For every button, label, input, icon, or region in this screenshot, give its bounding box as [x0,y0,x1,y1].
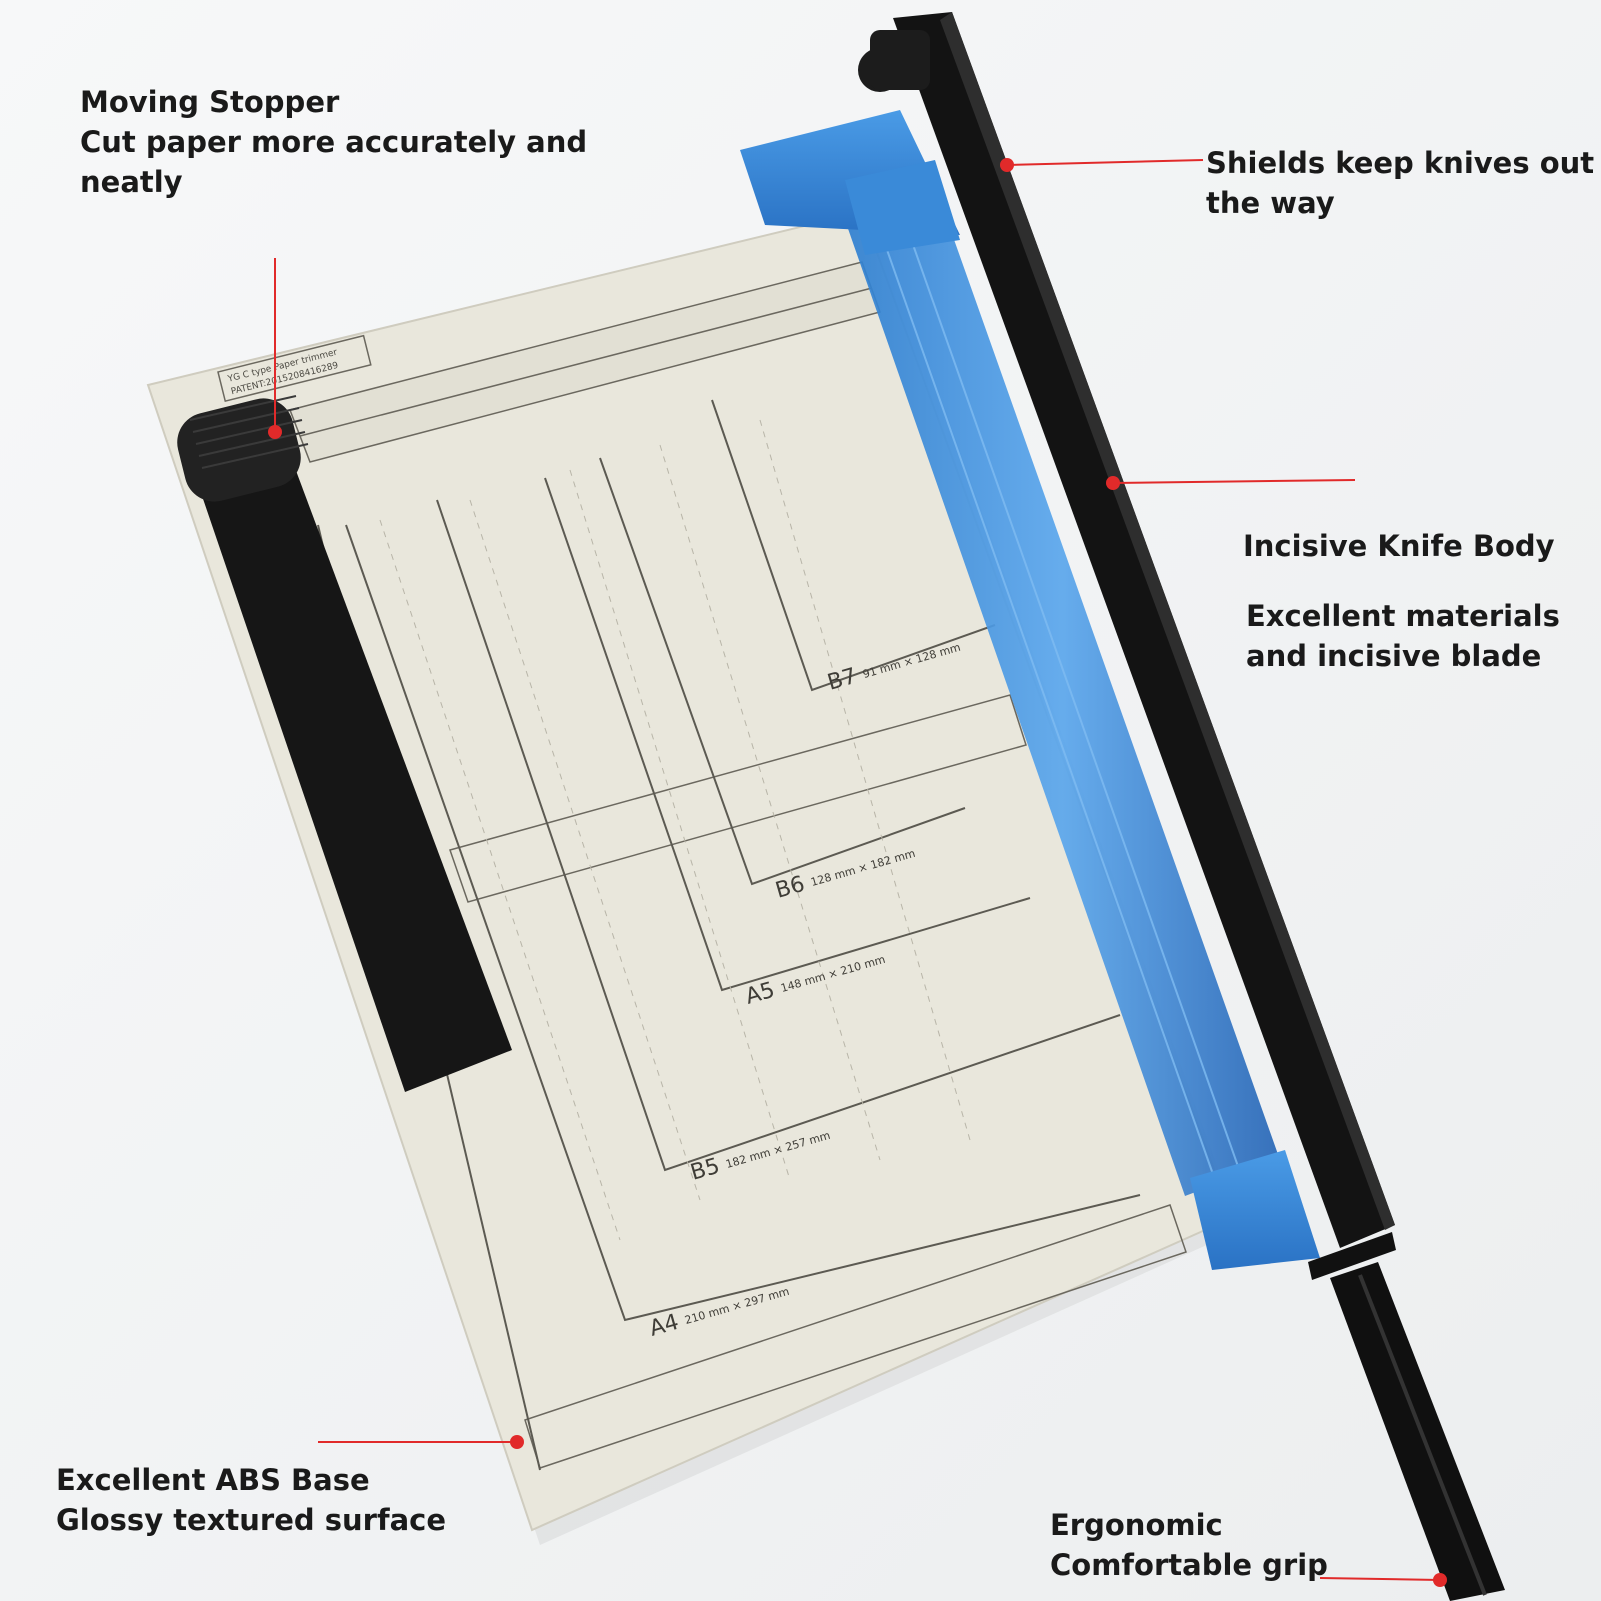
handle-guard[interactable] [1308,1232,1396,1280]
callout-knife-body-detail: Excellent materials and incisive blade [1246,596,1560,676]
callout-moving-stopper-line-3: neatly [80,165,183,199]
callout-knife-body-line-2: and incisive blade [1246,639,1542,673]
handle-grip[interactable] [1330,1262,1505,1601]
blade-guard-ribs [879,221,1241,1181]
blade-arm-highlight [940,12,1395,1230]
callout-dots [268,158,1447,1587]
moving-stopper-ridges [189,395,309,469]
callout-abs-base: Excellent ABS Base Glossy textured surfa… [56,1460,446,1540]
callout-grip-line-2: Comfortable grip [1050,1548,1328,1582]
top-ruler-line [299,287,873,437]
a5-outline [544,477,1031,992]
callout-grip: Ergonomic Comfortable grip [1050,1505,1328,1585]
b7-outline [711,399,996,692]
callout-knife-body: Incisive Knife Body [1243,526,1555,566]
b5-outline [436,499,1121,1172]
moving-stopper-bar[interactable] [200,468,512,1092]
middle-ruler-strip [449,694,1027,903]
callout-dot-base [510,1435,524,1449]
callout-shields-line-1: Shields keep knives out of [1206,146,1601,180]
blade-guard [845,200,1280,1196]
shield-bottom [1190,1150,1320,1270]
pivot-block [870,30,930,90]
callout-grip-line-1: Ergonomic [1050,1508,1223,1542]
callout-line-shields [1006,159,1204,166]
callout-shields-line-2: the way [1206,186,1335,220]
moving-stopper-grip[interactable] [171,392,307,508]
size-outlines [317,399,1141,1471]
callout-shields: Shields keep knives out of the way [1206,143,1601,223]
callout-lines [274,159,1441,1581]
callout-dot-knife [1106,476,1120,490]
callout-moving-stopper-line-2: Cut paper more accurately and [80,125,588,159]
grid-dashes [379,419,971,1241]
callout-moving-stopper-line-1: Moving Stopper [80,85,340,119]
callout-moving-stopper: Moving Stopper Cut paper more accurately… [80,82,587,202]
callout-dot-grip [1433,1573,1447,1587]
callout-abs-base-line-1: Excellent ABS Base [56,1463,370,1497]
handle-grip-highlight [1358,1274,1487,1596]
callout-abs-base-line-2: Glossy textured surface [56,1503,447,1537]
a4-outline [345,524,1141,1322]
blade-arm [893,12,1395,1248]
shield-top-cap [845,160,960,255]
callout-line-grip [1319,1577,1441,1581]
callout-knife-body-title: Incisive Knife Body [1243,529,1555,563]
callout-line-knife [1112,479,1356,484]
b6-outline [599,457,966,886]
callout-dot-stopper [268,425,282,439]
callout-knife-body-line-1: Excellent materials [1246,599,1560,633]
callout-dot-shields [1000,158,1014,172]
